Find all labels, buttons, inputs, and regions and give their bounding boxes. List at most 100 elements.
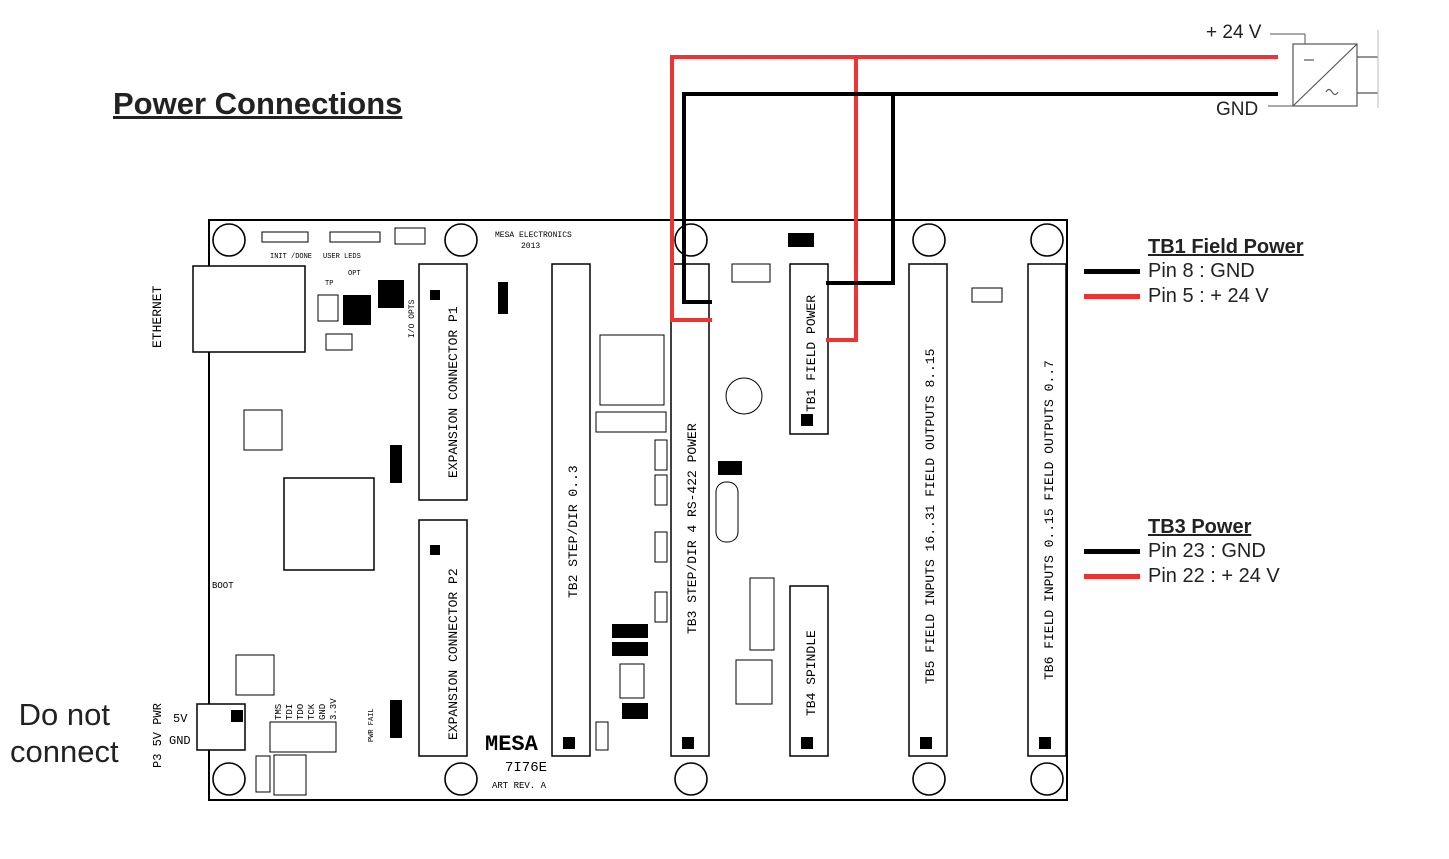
capacitor [725,377,763,415]
p3-5v-label: 5V [173,712,188,726]
expansion-p2-label: EXPANSION CONNECTOR P2 [446,568,461,740]
p3-label: P3 5V PWR [151,703,165,768]
component [595,411,667,433]
model-label: 7I76E [505,760,547,776]
wire-gnd-tb3 [682,92,1278,304]
component [619,663,645,699]
legend-row: Pin 8 : GND [1084,259,1304,284]
ethernet-jack [192,265,306,353]
component [731,263,771,283]
mounting-hole [1030,762,1064,796]
component [654,474,668,506]
terminal-block-tb1: TB1 FIELD POWER [789,263,829,435]
tb3-legend: TB3 Power Pin 23 : GND Pin 22 : + 24 V [1084,516,1280,589]
svg-text:TB4 SPINDLE: TB4 SPINDLE [804,630,819,716]
pin1-marker [430,290,440,300]
mounting-hole [1030,223,1064,257]
component [394,227,426,245]
jtag-tck: TCK [307,703,317,720]
jumper-block [788,233,814,247]
mesa-logo: MESA [485,732,539,757]
jumper-block [498,282,508,314]
legend-row: Pin 22 : + 24 V [1084,564,1280,589]
jtag-header [269,721,337,753]
component [749,577,775,651]
tb3-gnd-text: Pin 23 : GND [1148,540,1266,562]
p3-gnd-label: GND [169,734,191,748]
do-not-connect-line1: Do not [18,697,110,732]
do-not-connect-note: Do not connect [10,696,119,770]
maker-label: MESA ELECTRONICS [495,231,572,240]
tb1-legend: TB1 Field Power Pin 8 : GND Pin 5 : + 24… [1084,236,1304,309]
component [654,531,668,563]
supply-gnd-label: GND [1216,99,1259,120]
rev-label: ART REV. A [492,781,547,791]
jtag-tdo: TDO [296,704,306,720]
ic-chip [243,409,283,451]
wire-swatch-black [1084,269,1140,274]
mounting-hole [212,223,246,257]
tb1-24v-text: Pin 5 : + 24 V [1148,285,1269,307]
jumper-block [343,295,371,325]
component [654,591,668,623]
component [329,231,381,243]
jtag-tdi: TDI [285,704,295,720]
mounting-hole [444,223,478,257]
user-leds-label: USER LEDS [323,253,361,261]
opt-label: OPT [348,270,361,278]
ic-chip [235,654,275,696]
wire-swatch-red [1084,294,1140,299]
component [325,333,353,351]
svg-text:TB1 FIELD POWER: TB1 FIELD POWER [804,295,819,412]
mounting-hole [444,762,478,796]
ic-chip [599,334,665,406]
terminal-block-tb6: TB6 FIELD INPUTS 0..15 FIELD OUTPUTS 0..… [1027,263,1067,757]
terminal-block-tb5: TB5 FIELD INPUTS 16..31 FIELD OUTPUTS 8.… [908,263,948,757]
svg-text:TB2 STEP/DIR 0..3: TB2 STEP/DIR 0..3 [566,465,581,598]
mounting-hole [912,223,946,257]
jumper-block [622,703,648,719]
tp-label: TP [325,280,333,288]
p3-pin1 [231,710,243,722]
svg-text:TB3 STEP/DIR 4 RS-422 POWER: TB3 STEP/DIR 4 RS-422 POWER [685,423,700,634]
mounting-hole [674,223,708,257]
tb3-24v-text: Pin 22 : + 24 V [1148,565,1280,587]
component [255,755,271,793]
tb1-gnd-text: Pin 8 : GND [1148,260,1255,282]
component [595,721,609,751]
mounting-hole [212,762,246,796]
fpga-chip [283,477,375,571]
init-done-label: INIT /DONE [270,253,312,261]
jtag-3v3: 3.3V [329,698,339,720]
component [317,294,339,322]
wire-24v-tb1 [826,57,858,342]
pin1-marker [430,545,440,555]
crystal [715,481,739,543]
jtag-tms: TMS [274,704,284,720]
jumper-block [718,461,742,475]
year-label: 2013 [521,242,540,251]
terminal-block-tb4: TB4 SPINDLE [789,585,829,757]
ethernet-label: ETHERNET [150,285,165,348]
jumper-block [378,280,404,308]
terminal-block-tb2: TB2 STEP/DIR 0..3 [551,263,591,757]
page-title: Power Connections [113,86,403,121]
pwr-fail-label: PWR FAIL [368,708,376,742]
power-supply-symbol [1268,30,1379,108]
jumper-block [612,642,648,656]
jumper-block [390,445,402,483]
do-not-connect-line2: connect [10,734,119,769]
supply-plus-label: + 24 V [1206,22,1262,43]
legend-row: Pin 5 : + 24 V [1084,284,1304,309]
ic-chip [273,754,307,796]
jumper-block [612,624,648,638]
legend-row: Pin 23 : GND [1084,539,1280,564]
tb3-legend-heading: TB3 Power [1148,516,1252,538]
expansion-connector-p2 [418,519,468,757]
svg-text:TB5 FIELD INPUTS 16..31 FIELD: TB5 FIELD INPUTS 16..31 FIELD OUTPUTS 8.… [923,349,938,684]
boot-label: BOOT [212,581,234,591]
mounting-hole [912,762,946,796]
component [654,439,668,471]
tb1-legend-heading: TB1 Field Power [1148,236,1304,258]
